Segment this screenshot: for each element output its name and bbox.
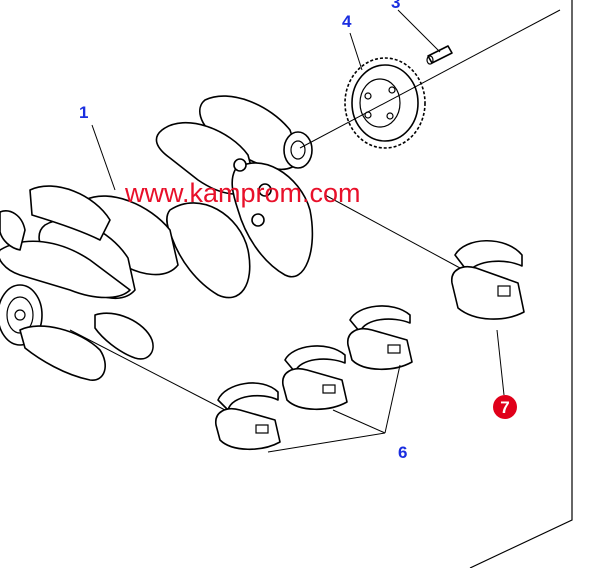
callout-6: 6 xyxy=(398,443,407,462)
leader-6a xyxy=(267,432,386,453)
thrust-bearing-shell xyxy=(451,239,525,320)
main-bearing-shell-3 xyxy=(347,305,413,371)
callout-7: 7 xyxy=(500,398,509,417)
watermark-text: www.kamprom.com xyxy=(124,178,361,208)
leader-7 xyxy=(496,329,505,396)
leader-shell-1 xyxy=(69,329,226,411)
callout-3: 3 xyxy=(391,0,400,12)
callout-4: 4 xyxy=(342,12,352,31)
callout-7-badge xyxy=(493,395,517,419)
callout-1: 1 xyxy=(79,103,88,122)
main-bearing-shell-2 xyxy=(282,345,348,411)
main-bearing-shell-1 xyxy=(215,382,281,451)
leader-1 xyxy=(91,124,116,191)
leader-thrust xyxy=(324,194,461,269)
leader-6c xyxy=(384,364,401,434)
axis-line xyxy=(299,9,561,149)
leader-4 xyxy=(349,32,363,71)
leader-3 xyxy=(397,9,441,53)
dowel-pin xyxy=(426,45,453,65)
crankshaft xyxy=(0,95,314,381)
frame-border xyxy=(469,0,573,568)
leader-6b xyxy=(332,409,386,434)
